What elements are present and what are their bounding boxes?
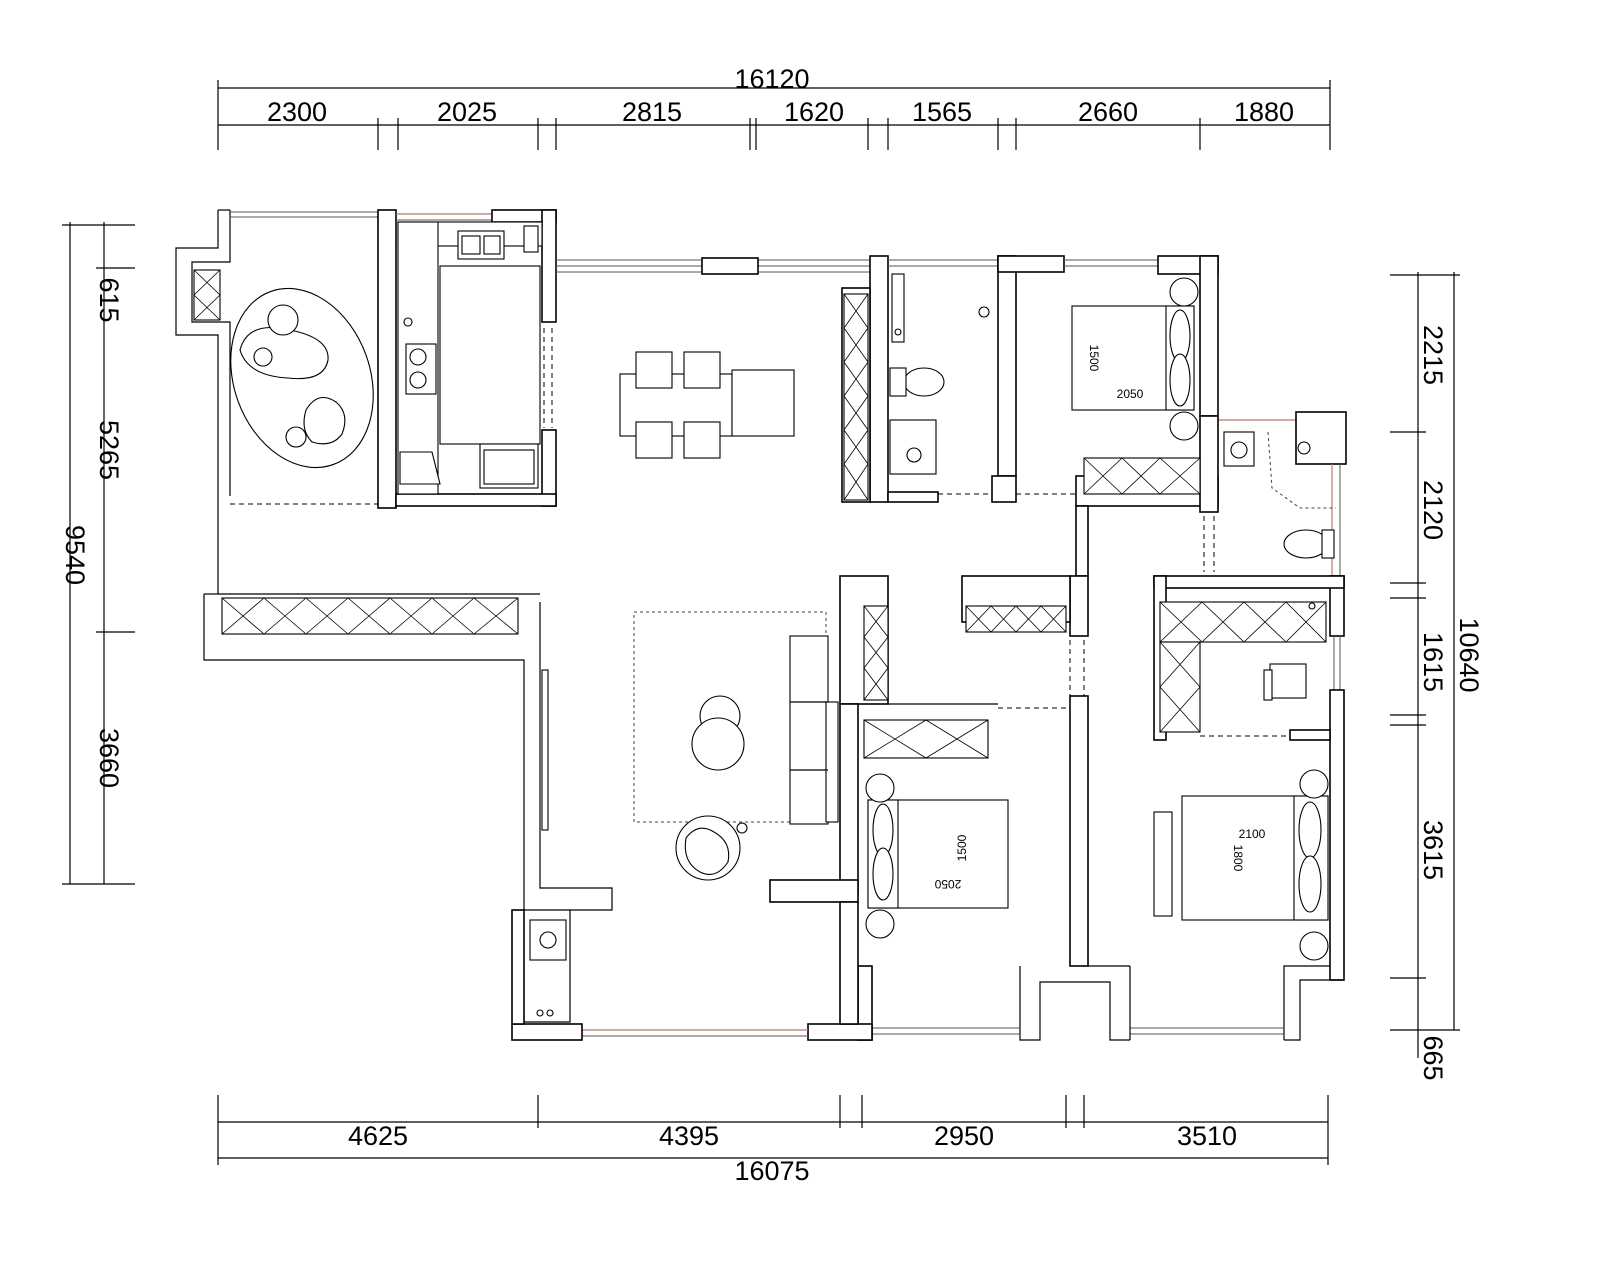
top-dimension-2: 2025 bbox=[437, 97, 497, 127]
right-dimension-5: 665 bbox=[1418, 1035, 1448, 1080]
left-dimension-1: 615 bbox=[94, 277, 124, 322]
right-total-dimension: 10640 bbox=[1454, 617, 1484, 692]
top-dimension-5: 1565 bbox=[912, 97, 972, 127]
living-furniture bbox=[529, 611, 839, 1017]
right-dimensions: 2215 2120 1615 3615 665 10640 bbox=[1390, 272, 1484, 1081]
bottom-total-dimension: 16075 bbox=[734, 1156, 809, 1186]
bottom-dimension-2: 4395 bbox=[659, 1121, 719, 1151]
left-dimensions: 615 5265 3660 9540 bbox=[60, 222, 135, 885]
bottom-dimension-4: 3510 bbox=[1177, 1121, 1237, 1151]
bed-south-east: 2100 1800 bbox=[1153, 769, 1329, 961]
toilet-fixtures bbox=[889, 273, 990, 475]
top-dimension-6: 2660 bbox=[1078, 97, 1138, 127]
top-dimensions: 16120 2300 2025 2815 1620 1565 2660 1880 bbox=[217, 64, 1331, 150]
study-furniture bbox=[1263, 602, 1316, 701]
wardrobes bbox=[193, 269, 1327, 759]
top-total-dimension: 16120 bbox=[734, 64, 809, 94]
left-total-dimension: 9540 bbox=[60, 525, 90, 585]
top-dimension-3: 2815 bbox=[622, 97, 682, 127]
bed-south-east-width: 1800 bbox=[1231, 845, 1245, 872]
bed-north-width: 1500 bbox=[1087, 345, 1101, 372]
right-dimension-3: 1615 bbox=[1418, 632, 1448, 692]
kitchen-fixtures bbox=[397, 221, 543, 495]
bed-north-length: 2050 bbox=[1117, 387, 1144, 401]
right-dimension-2: 2120 bbox=[1418, 480, 1448, 540]
top-dimension-1: 2300 bbox=[267, 97, 327, 127]
left-dimension-2: 5265 bbox=[94, 420, 124, 480]
bed-north: 2050 1500 bbox=[1071, 277, 1199, 441]
balcony-furniture bbox=[230, 287, 374, 469]
bed-south-middle: 2050 1500 bbox=[865, 773, 1009, 939]
bottom-dimension-1: 4625 bbox=[348, 1121, 408, 1151]
right-dimension-1: 2215 bbox=[1418, 325, 1448, 385]
bottom-dimension-3: 2950 bbox=[934, 1121, 994, 1151]
top-dimension-4: 1620 bbox=[784, 97, 844, 127]
right-dimension-4: 3615 bbox=[1418, 820, 1448, 880]
bed-south-middle-length: 2050 bbox=[934, 877, 961, 891]
bed-south-east-length: 2100 bbox=[1239, 827, 1266, 841]
dining-set bbox=[619, 351, 795, 459]
bottom-dimensions: 4625 4395 2950 3510 16075 bbox=[217, 1095, 1329, 1186]
left-dimension-3: 3660 bbox=[94, 728, 124, 788]
top-dimension-7: 1880 bbox=[1234, 97, 1294, 127]
bed-south-middle-width: 1500 bbox=[955, 834, 969, 861]
exterior-walls bbox=[175, 209, 1347, 1041]
bathroom-ne-fixtures bbox=[1223, 431, 1336, 559]
